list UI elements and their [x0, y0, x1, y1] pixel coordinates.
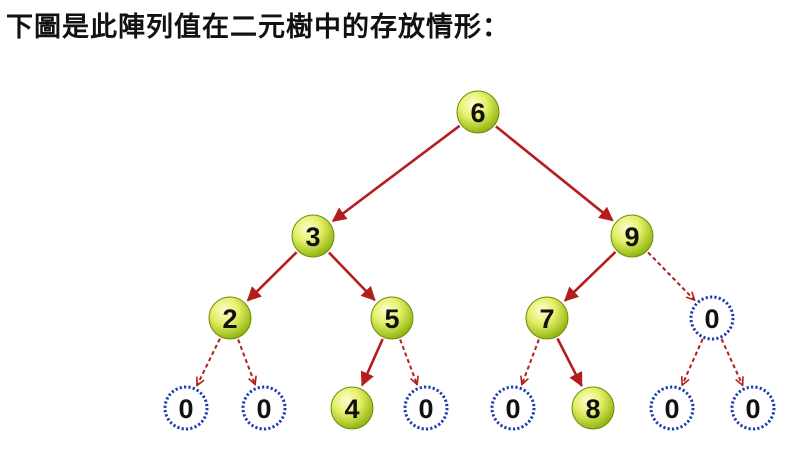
tree-node-empty-n7: 0: [689, 295, 735, 341]
node-label: 0: [418, 394, 433, 424]
value-node-circle: [291, 214, 335, 258]
node-label: 5: [384, 304, 399, 334]
value-node-circle: [610, 214, 654, 258]
tree-node-empty-n8: 0: [163, 385, 209, 431]
node-label: 3: [305, 222, 320, 252]
tree-node-n3: 9: [610, 214, 654, 258]
tree-node-n4: 2: [208, 296, 252, 340]
tree-edge-n2-n5: [328, 251, 376, 302]
tree-node-n10: 4: [330, 386, 374, 430]
tree-nodes: 6 3 9 2 5 7 0 0 0 4 0 0 8 0 0: [163, 90, 776, 431]
tree-node-empty-n15: 0: [730, 385, 776, 431]
tree-edge-n2-n4: [246, 251, 298, 302]
tree-edge-n1-n2: [331, 124, 461, 223]
tree-edge-n7-n15: [720, 338, 743, 385]
empty-node-circle: [649, 385, 695, 431]
tree-edge-n1-n3: [495, 125, 614, 222]
tree-node-n6: 7: [525, 296, 569, 340]
value-node-circle: [456, 90, 500, 134]
tree-edge-n4-n9: [237, 339, 255, 385]
node-label: 8: [585, 394, 600, 424]
value-node-circle: [525, 296, 569, 340]
node-label: 6: [470, 98, 485, 128]
node-label: 4: [344, 394, 359, 424]
empty-node-circle: [689, 295, 735, 341]
tree-edges: [196, 124, 743, 388]
tree-edge-n6-n13: [556, 337, 583, 388]
tree-node-empty-n9: 0: [241, 385, 287, 431]
tree-edge-n5-n10: [360, 338, 384, 387]
tree-node-n1: 6: [456, 90, 500, 134]
page-caption: 下圖是此陣列值在二元樹中的存放情形：: [6, 12, 510, 43]
empty-node-circle: [490, 385, 536, 431]
tree-node-n13: 8: [571, 386, 615, 430]
value-node-circle: [208, 296, 252, 340]
tree-edge-n5-n11: [399, 339, 417, 385]
tree-node-empty-n11: 0: [403, 385, 449, 431]
node-label: 0: [664, 394, 679, 424]
value-node-circle: [330, 386, 374, 430]
tree-node-empty-n12: 0: [490, 385, 536, 431]
tree-node-n2: 3: [291, 214, 335, 258]
empty-node-circle: [241, 385, 287, 431]
tree-edge-n4-n8: [196, 338, 221, 386]
node-label: 2: [222, 304, 237, 334]
value-node-circle: [370, 296, 414, 340]
tree-edge-n3-n6: [563, 251, 617, 302]
tree-edge-n7-n14: [682, 338, 704, 385]
tree-node-n5: 5: [370, 296, 414, 340]
value-node-circle: [571, 386, 615, 430]
tree-edge-n6-n12: [522, 339, 540, 385]
node-label: 0: [745, 394, 760, 424]
node-label: 0: [704, 304, 719, 334]
node-label: 0: [178, 394, 193, 424]
empty-node-circle: [403, 385, 449, 431]
node-label: 0: [256, 394, 271, 424]
tree-edge-n3-n7: [647, 251, 694, 300]
node-label: 0: [505, 394, 520, 424]
tree-node-empty-n14: 0: [649, 385, 695, 431]
empty-node-circle: [163, 385, 209, 431]
node-label: 7: [539, 304, 554, 334]
node-label: 9: [624, 222, 639, 252]
empty-node-circle: [730, 385, 776, 431]
